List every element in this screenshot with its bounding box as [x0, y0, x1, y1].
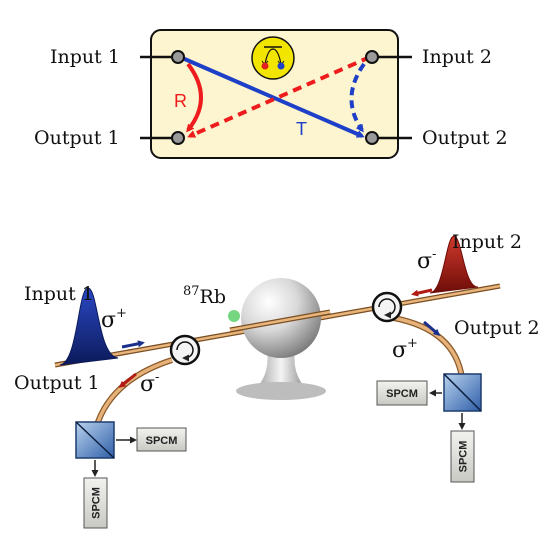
top-output1-label: Output 1: [34, 127, 120, 149]
input1-port: [171, 50, 185, 64]
bottom-output2-label: Output 2: [454, 317, 540, 339]
circulator-left: [169, 334, 201, 366]
circulator-right: [371, 291, 403, 323]
svg-text:SPCM: SPCM: [386, 388, 418, 400]
output2-port: [365, 131, 379, 145]
sigma-minus-right: σ-: [417, 247, 436, 274]
bottom-output1-label: Output 1: [14, 372, 100, 394]
beam-splitter-left: [75, 421, 115, 459]
top-output2-label: Output 2: [422, 127, 508, 149]
transmit-label: T: [296, 119, 307, 139]
reflect-path: [186, 62, 203, 133]
sigma-minus-left: σ-: [140, 370, 159, 397]
reflect-path-2-dashed: [349, 62, 366, 133]
top-input2-label: Input 2: [422, 46, 492, 68]
bottom-input1-label: Input 1: [24, 283, 94, 305]
experiment-setup: 87Rb σ+ σ- σ- σ+ Input 1 Input 2 Output …: [14, 231, 540, 529]
cross-path-dashed: [187, 55, 371, 138]
output2-direction-arrow: [423, 320, 441, 336]
sigma-plus-right: σ+: [392, 336, 418, 363]
sigma-plus-left: σ+: [101, 306, 127, 333]
input2-pulse: [429, 235, 479, 294]
spcm-detector-right-horizontal: SPCM: [376, 380, 428, 406]
beam-splitter-right: [443, 373, 482, 412]
reflect-label: R: [174, 91, 187, 111]
input1-pulse: [59, 287, 119, 366]
atom-level-icon: [251, 36, 295, 80]
input2-direction-arrow: [411, 288, 433, 297]
fiber-left: [93, 357, 173, 429]
spcm-detector-left-vertical: SPCM: [83, 477, 108, 529]
svg-text:SPCM: SPCM: [91, 487, 103, 519]
rb-atom: [228, 310, 240, 322]
switch-diagram: R T Input 1 Output 1 Input 2 Output 2: [34, 29, 508, 159]
output1-port: [171, 131, 185, 145]
atom-label: 87Rb: [183, 284, 226, 308]
svg-text:SPCM: SPCM: [146, 435, 178, 447]
spcm-detector-right-vertical: SPCM: [450, 430, 475, 483]
top-input1-label: Input 1: [50, 46, 120, 68]
transmit-path: [179, 55, 365, 138]
svg-text:SPCM: SPCM: [458, 441, 470, 473]
bottom-input2-label: Input 2: [452, 231, 522, 253]
microresonator: [236, 278, 326, 400]
spcm-detector-left-horizontal: SPCM: [136, 427, 187, 452]
input2-port: [365, 50, 379, 64]
output1-direction-arrow: [118, 372, 137, 388]
input1-direction-arrow: [121, 340, 145, 349]
